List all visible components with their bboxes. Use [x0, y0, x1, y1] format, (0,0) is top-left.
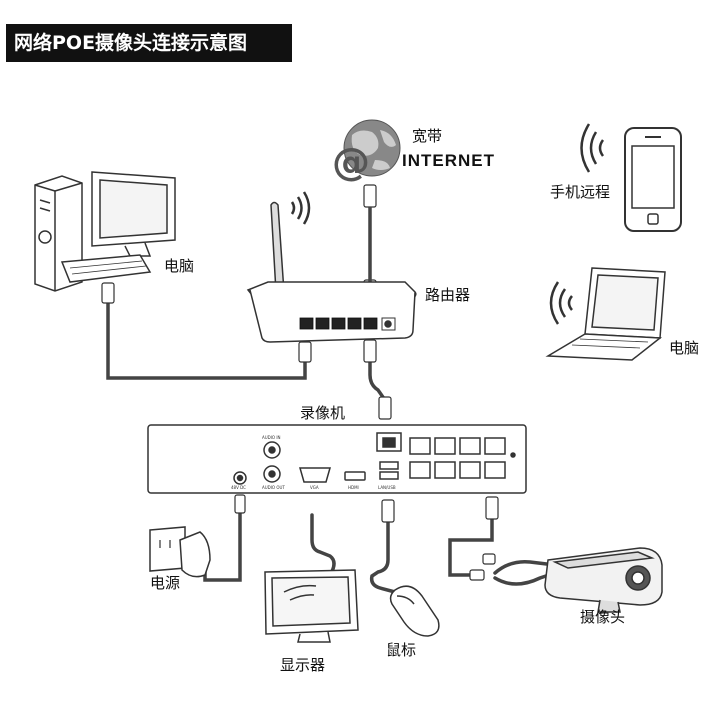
router-icon — [246, 201, 417, 343]
router-nvr-cable — [368, 353, 387, 412]
phone-icon — [624, 127, 682, 232]
page-title: 网络POE摄像头连接示意图 — [6, 24, 292, 62]
laptop-icon — [545, 267, 666, 361]
camera-cable — [448, 513, 494, 577]
desktop-pc-icon — [34, 171, 176, 292]
rj45-camera — [485, 496, 499, 520]
camera-split-cable-2 — [493, 571, 557, 586]
rj45-router-to-nvr — [363, 339, 377, 363]
router-wifi-icon — [290, 191, 311, 225]
nvr-hdmi-label: HDMI — [348, 485, 359, 490]
mouse-cable — [369, 518, 397, 594]
phone-wifi-icon — [580, 123, 605, 173]
power-adapter-icon — [149, 526, 211, 578]
rj45-connectors — [101, 184, 499, 523]
nvr-device — [147, 424, 527, 494]
camera-label: 摄像头 — [580, 608, 625, 626]
nvr-label: 录像机 — [300, 404, 345, 422]
rj45-nvr-top — [378, 396, 392, 420]
usb-plug — [381, 499, 395, 523]
rj45-router-left — [298, 341, 312, 363]
rj45-internet — [363, 184, 377, 208]
nvr-audio-out-label: AUDIO OUT — [262, 485, 285, 490]
nvr-dc-label: 48V DC — [231, 485, 246, 490]
at-sign-icon: @ — [332, 140, 370, 184]
computer-left-label: 电脑 — [164, 257, 194, 275]
router-label: 路由器 — [425, 286, 470, 304]
internet-globe: @ — [332, 119, 401, 184]
internet-label: INTERNET — [402, 151, 495, 170]
monitor-cable — [310, 513, 336, 584]
nvr-audio-in-label: AUDIO IN — [262, 435, 281, 440]
nvr-lan-usb-label: LAN/USB — [378, 485, 396, 490]
power-plug — [234, 494, 246, 514]
laptop-wifi-icon — [549, 281, 573, 325]
nvr-vga-label: VGA — [310, 485, 319, 490]
mouse-icon — [389, 585, 440, 637]
pc-router-cable — [106, 298, 307, 380]
rj45-pc-top — [101, 282, 115, 304]
power-label: 电源 — [150, 574, 180, 592]
mouse-label: 鼠标 — [386, 641, 416, 659]
camera-cable-plugs — [469, 553, 496, 581]
power-cable — [203, 503, 242, 582]
cables — [106, 298, 557, 594]
camera-split-cable-1 — [493, 559, 557, 575]
phone-remote-label: 手机远程 — [550, 183, 610, 201]
camera-icon — [544, 547, 663, 613]
broadband-label: 宽带 — [412, 127, 442, 145]
monitor-label: 显示器 — [280, 656, 325, 674]
monitor-icon — [264, 569, 359, 643]
laptop-label: 电脑 — [669, 339, 699, 357]
